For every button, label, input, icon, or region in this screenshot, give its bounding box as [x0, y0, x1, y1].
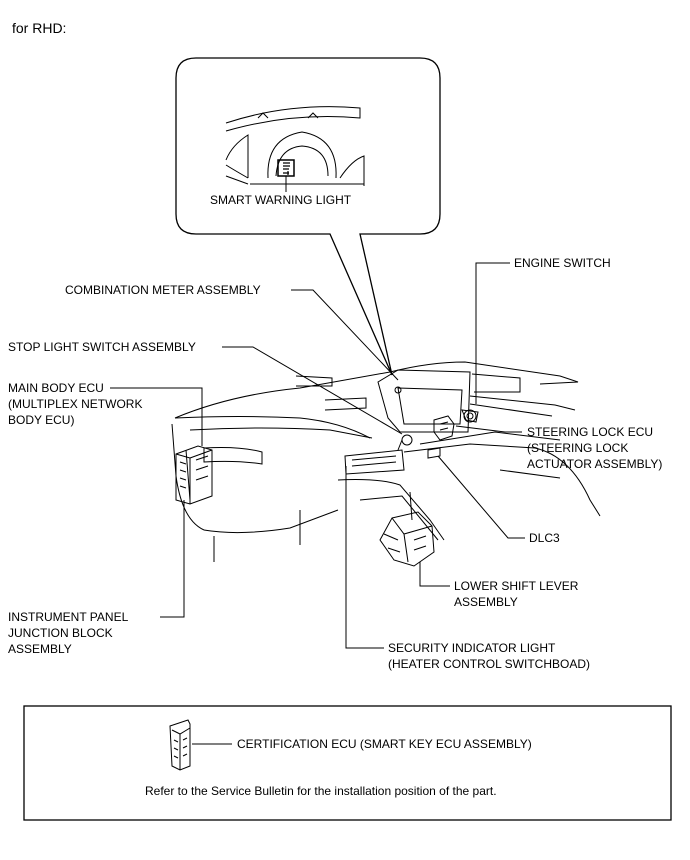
main-body-ecu-label-3: BODY ECU)	[8, 413, 75, 427]
main-body-ecu-label-2: (MULTIPLEX NETWORK	[8, 397, 143, 411]
meter-cluster-sketch	[225, 106, 365, 186]
leader-combination-meter	[291, 289, 399, 381]
leader-steering-lock	[455, 425, 522, 433]
steering-lock-ecu-drawing	[433, 415, 455, 441]
main-body-ecu-label-1: MAIN BODY ECU	[8, 381, 104, 395]
ecu-module-icon	[169, 719, 191, 771]
lower-shift-lever-label-1: LOWER SHIFT LEVER	[454, 579, 579, 593]
steering-lock-ecu-label-1: STEERING LOCK ECU	[527, 425, 654, 439]
smart-warning-light-label: SMART WARNING LIGHT	[210, 193, 352, 207]
combination-meter-label: COMBINATION METER ASSEMBLY	[65, 283, 261, 297]
main-body-ecu-drawing	[175, 445, 213, 505]
stop-light-switch-label: STOP LIGHT SWITCH ASSEMBLY	[8, 340, 196, 354]
leader-engine-switch	[475, 262, 510, 404]
stop-light-switch-drawing	[397, 434, 413, 451]
instrument-panel-jb-label-3: ASSEMBLY	[8, 642, 72, 656]
instrument-panel-jb-label-1: INSTRUMENT PANEL	[8, 610, 129, 624]
lower-shift-lever-label-2: ASSEMBLY	[454, 595, 518, 609]
page-header: for RHD:	[12, 20, 67, 36]
dlc3-drawing	[427, 447, 441, 459]
callout-bubble	[175, 57, 441, 376]
leader-lower-shift	[419, 562, 450, 587]
leader-dlc3	[437, 455, 525, 539]
leader-instrument-jb	[160, 500, 185, 618]
leader-stop-light	[222, 346, 403, 435]
leader-main-body-ecu	[110, 387, 203, 446]
engine-switch-label: ENGINE SWITCH	[514, 256, 611, 270]
security-indicator-label-2: (HEATER CONTROL SWITCHBOAD)	[388, 657, 591, 671]
combination-meter-marker	[394, 386, 402, 394]
engine-switch-drawing	[461, 409, 479, 423]
security-indicator-label-1: SECURITY INDICATOR LIGHT	[388, 641, 556, 655]
steering-lock-ecu-label-2: (STEERING LOCK	[527, 441, 629, 455]
shift-lever-drawing	[379, 491, 435, 567]
instrument-panel-jb-label-2: JUNCTION BLOCK	[8, 626, 113, 640]
dlc3-label: DLC3	[529, 531, 560, 545]
certification-ecu-label: CERTIFICATION ECU (SMART KEY ECU ASSEMBL…	[237, 737, 532, 751]
leader-lines	[110, 262, 525, 649]
leader-security-indicator	[345, 466, 384, 649]
note-box	[23, 705, 672, 821]
refer-note-text: Refer to the Service Bulletin for the in…	[145, 784, 497, 798]
steering-lock-ecu-label-3: ACTUATOR ASSEMBLY)	[527, 457, 663, 471]
